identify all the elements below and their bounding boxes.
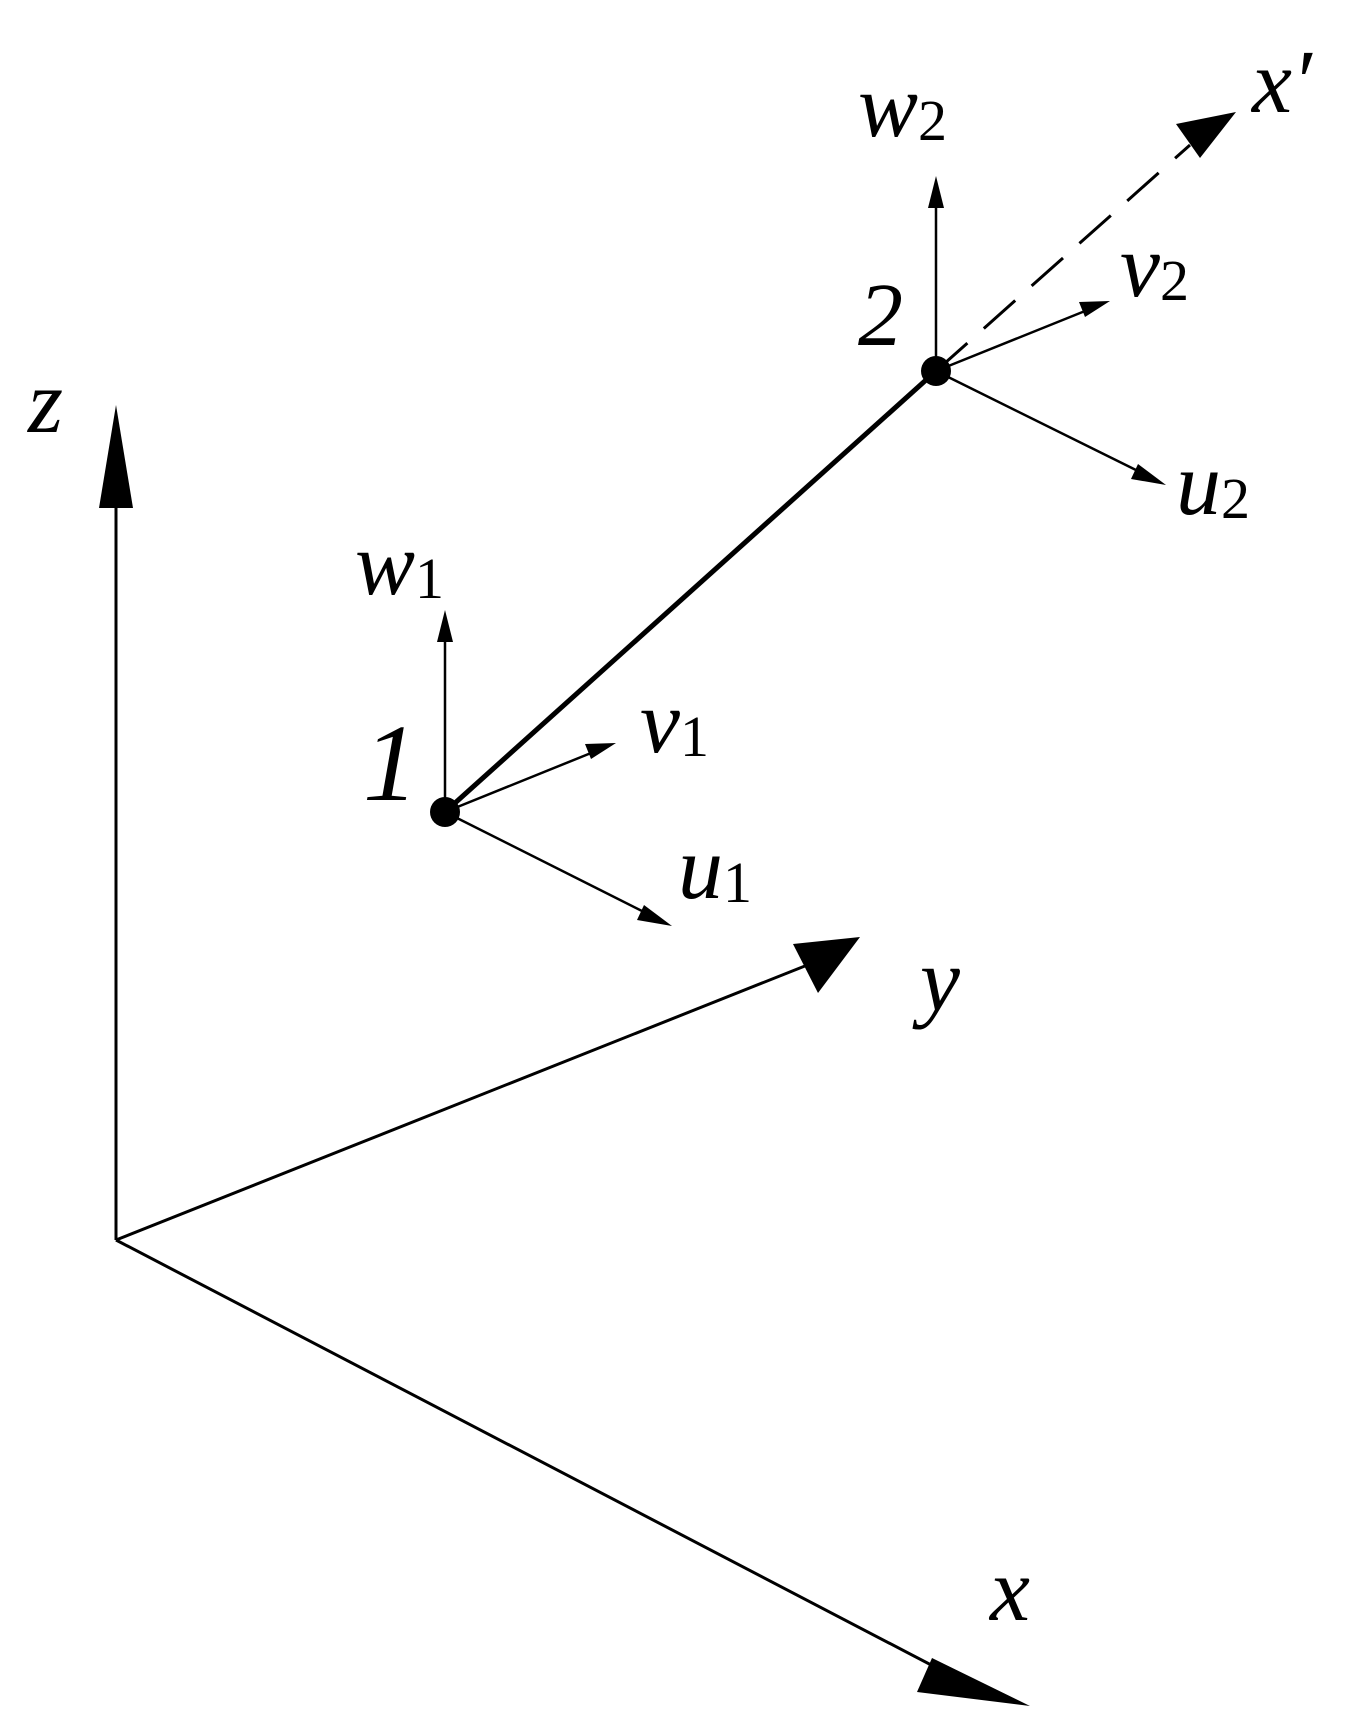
- v1-arrowhead: [585, 743, 616, 759]
- z-axis-arrowhead: [99, 405, 133, 508]
- w1-arrowhead: [437, 610, 453, 642]
- local-x-axis: [935, 143, 1191, 373]
- node-2-dof-arrows: [934, 196, 1143, 475]
- local-x-axis-arrowhead: [1176, 112, 1236, 158]
- node-1-label: 1: [363, 702, 418, 824]
- v1-label-subscript: 1: [680, 704, 709, 769]
- u1-arrow: [444, 810, 649, 916]
- v1-label: v1: [640, 673, 709, 772]
- u2-label-base: u: [1176, 435, 1221, 534]
- x-axis: [115, 1238, 961, 1682]
- x-axis-label: x: [988, 1541, 1030, 1640]
- u2-arrowhead: [1131, 464, 1166, 485]
- v2-label-subscript: 2: [1160, 248, 1189, 313]
- w2-arrowhead: [928, 176, 944, 208]
- v2-label: v2: [1120, 217, 1189, 316]
- node-2-dof-arrowheads: [928, 176, 1166, 485]
- w2-label-subscript: 2: [918, 88, 947, 153]
- global-axes: [114, 440, 961, 1682]
- u1-label: u1: [678, 819, 752, 918]
- node-1-marker: [430, 797, 460, 827]
- v2-arrow: [935, 307, 1091, 373]
- u2-label-subscript: 2: [1221, 466, 1250, 531]
- v1-label-base: v: [640, 673, 680, 772]
- w1-label-base: w: [355, 515, 415, 614]
- node-1-dof-arrowheads: [437, 610, 672, 926]
- u2-label: u2: [1176, 435, 1250, 534]
- v1-arrow: [444, 749, 597, 814]
- u2-arrow: [935, 369, 1143, 475]
- node-1-dof-arrows: [443, 630, 649, 916]
- node-2-label: 2: [858, 266, 903, 365]
- v2-arrowhead: [1079, 301, 1110, 317]
- v2-label-base: v: [1120, 217, 1160, 316]
- u1-label-base: u: [678, 819, 723, 918]
- w2-label: w2: [858, 57, 947, 156]
- u1-arrowhead: [637, 905, 672, 926]
- y-axis: [115, 958, 821, 1242]
- y-axis-arrowhead: [793, 937, 860, 993]
- u1-label-subscript: 1: [723, 850, 752, 915]
- w2-label-base: w: [858, 57, 918, 156]
- z-axis-label: z: [26, 353, 63, 452]
- y-axis-label: y: [912, 931, 960, 1030]
- node-2-marker: [921, 356, 951, 386]
- w1-label-subscript: 1: [415, 546, 444, 611]
- global-axis-arrowheads: [99, 405, 1030, 1706]
- local-x-axis-label: x′: [1250, 33, 1313, 132]
- beam-element: [443, 369, 938, 814]
- x-axis-arrowhead: [917, 1658, 1030, 1706]
- w1-label: w1: [355, 515, 444, 614]
